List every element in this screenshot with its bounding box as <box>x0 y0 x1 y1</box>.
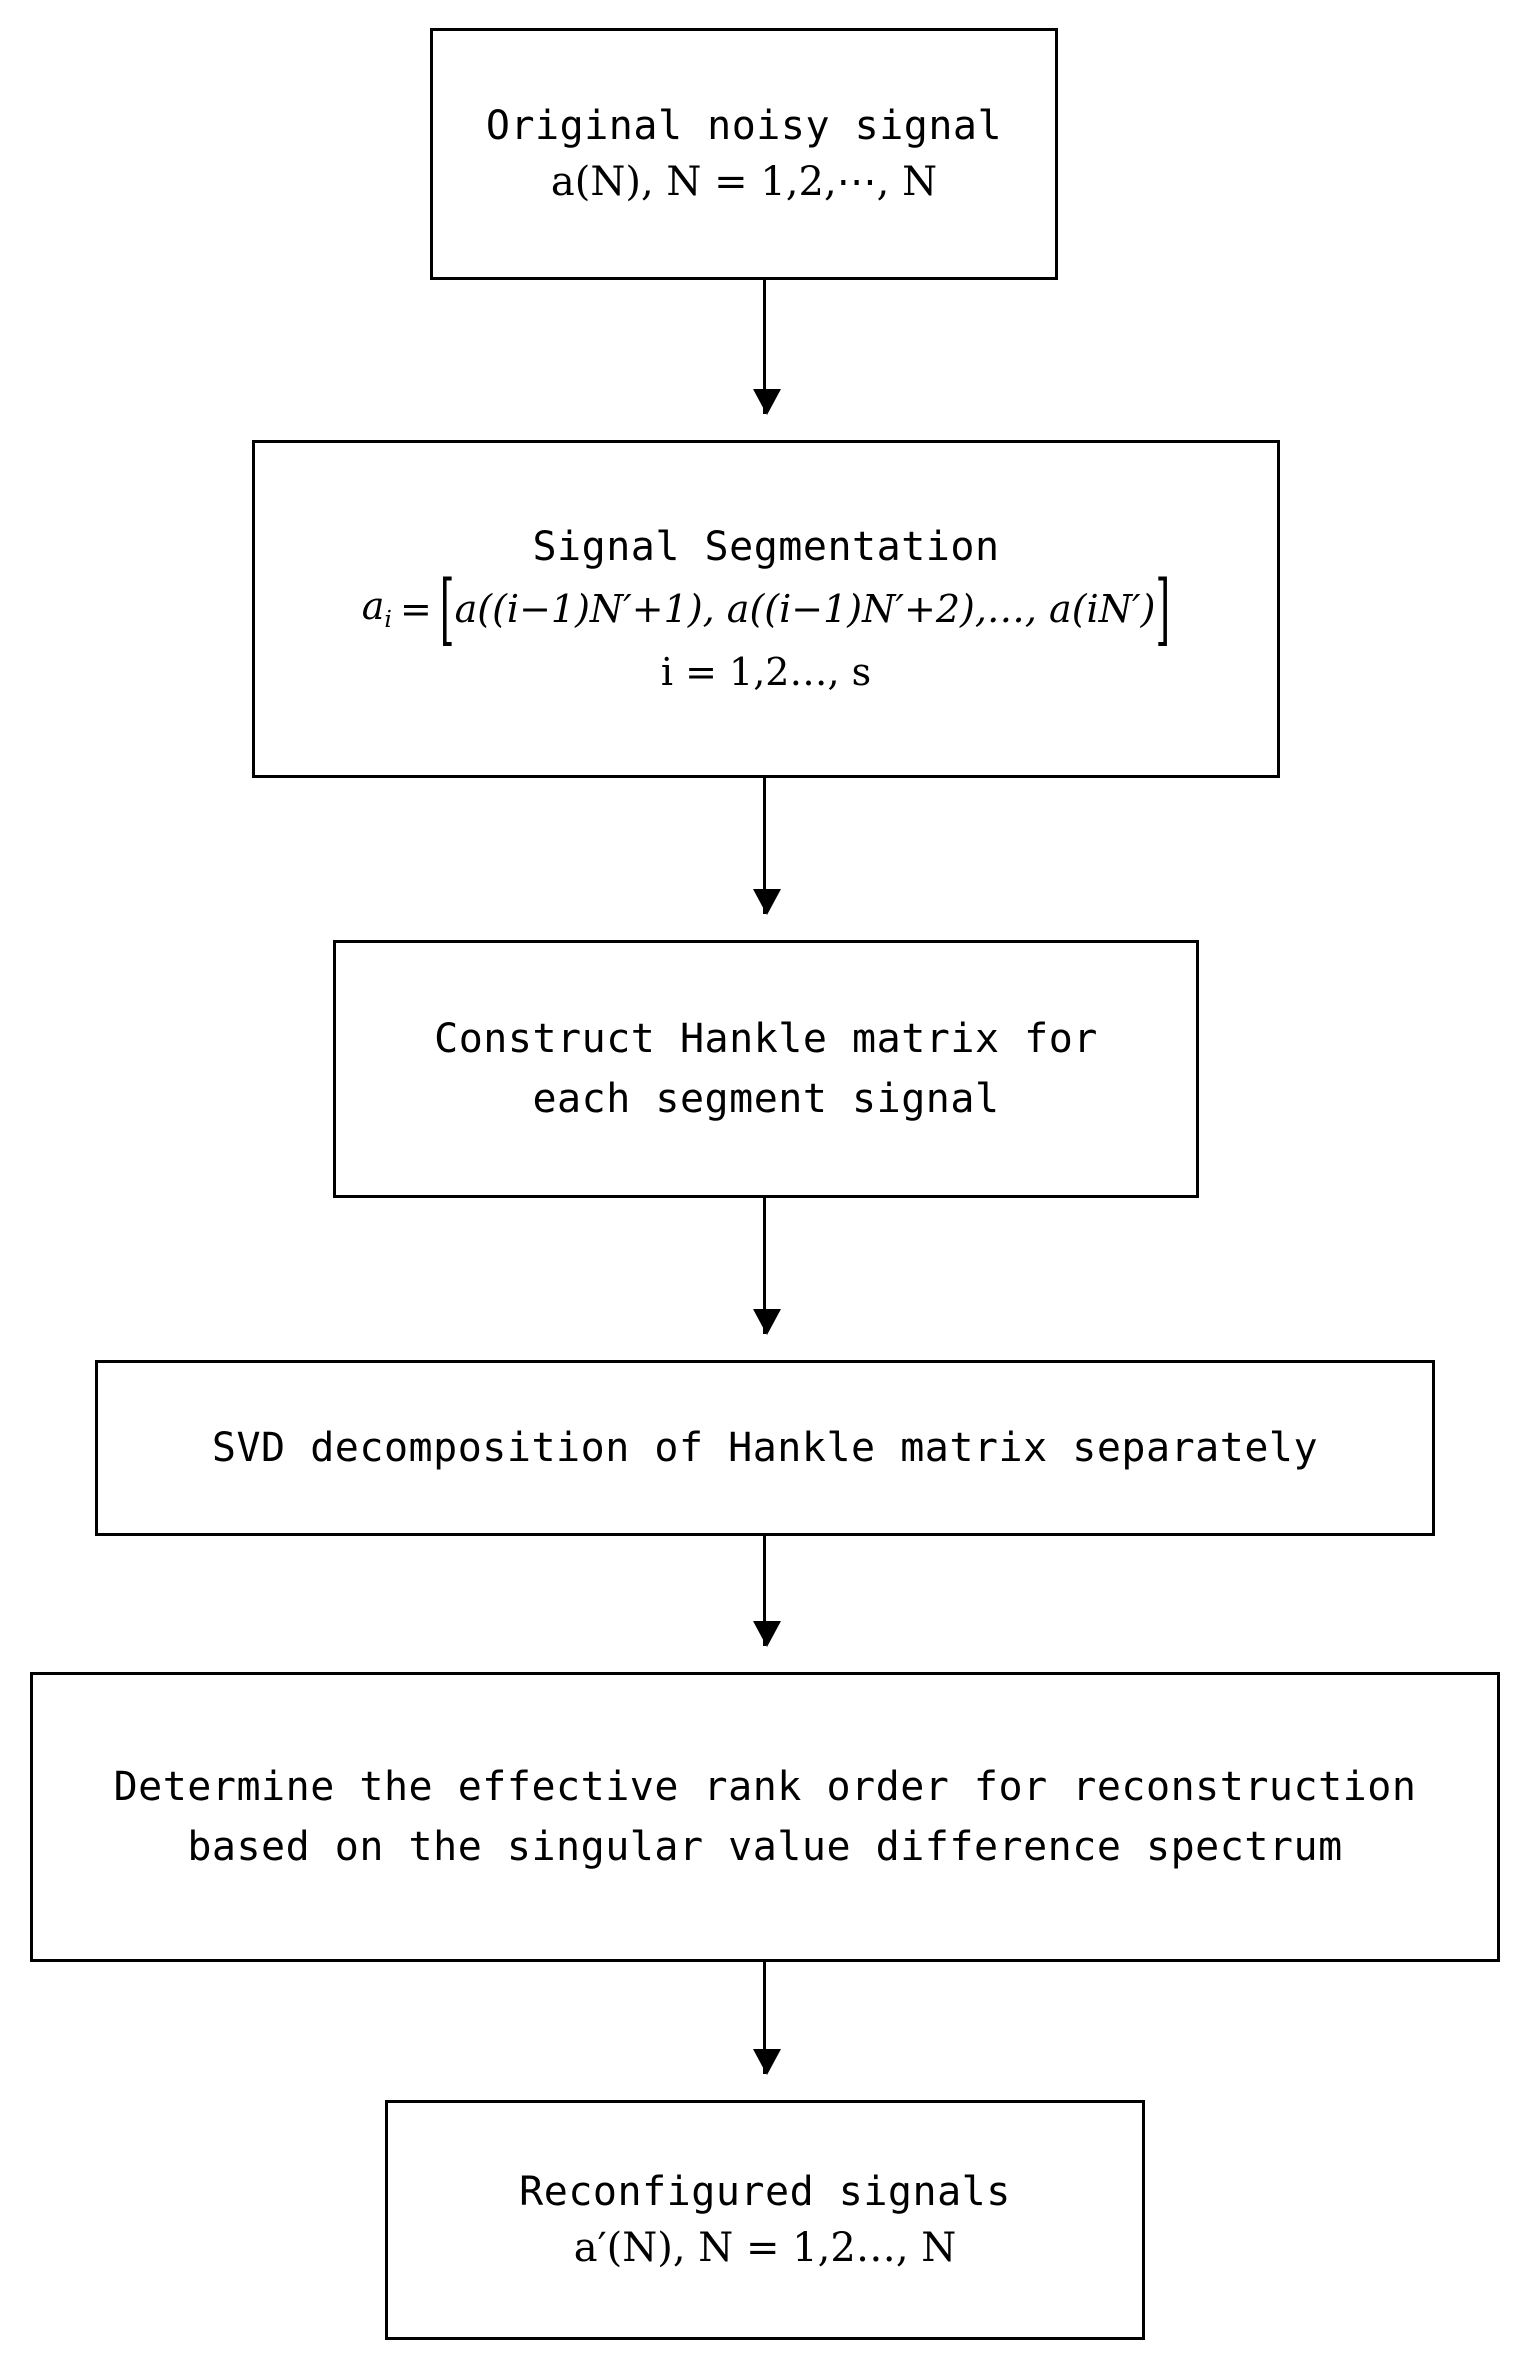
arrow-original-to-segment <box>753 280 781 415</box>
node-hankle-line2: each segment signal <box>532 1076 1000 1122</box>
node-svd-label: SVD decomposition of Hankle matrix separ… <box>211 1425 1319 1471</box>
node-reconf-formula: a′(N), N = 1,2…, N <box>573 2225 957 2271</box>
node-construct-hankle-matrix[interactable]: Construct Hankle matrix for each segment… <box>333 940 1199 1198</box>
node-segment-formula: ai = [ a((i−1)N′+1), a((i−1)N′+2),…, a(i… <box>361 564 1170 654</box>
node-svd-decomposition[interactable]: SVD decomposition of Hankle matrix separ… <box>95 1360 1435 1536</box>
arrow-svd-to-rank <box>753 1536 781 1647</box>
node-hankle-line1: Construct Hankle matrix for <box>434 1016 1098 1062</box>
node-rank-line1: Determine the effective rank order for r… <box>113 1764 1417 1810</box>
bracket-right-icon: ] <box>1155 563 1171 655</box>
bracket-left-icon: [ <box>439 563 455 655</box>
node-segment-formula-body: a((i−1)N′+1), a((i−1)N′+2),…, a(iN′) <box>454 586 1156 631</box>
arrow-rank-to-reconfigured <box>753 1962 781 2075</box>
node-rank-line2: based on the singular value difference s… <box>187 1824 1343 1870</box>
node-segment-index: i = 1,2…, s <box>660 649 872 694</box>
arrow-hankle-to-svd <box>753 1198 781 1335</box>
node-signal-segmentation[interactable]: Signal Segmentation ai = [ a((i−1)N′+1),… <box>252 440 1280 778</box>
node-reconf-title: Reconfigured signals <box>519 2169 1011 2215</box>
arrow-segment-to-hankle <box>753 778 781 915</box>
node-original-noisy-signal[interactable]: Original noisy signal a(N), N = 1,2,⋯, N <box>430 28 1058 280</box>
node-segment-title: Signal Segmentation <box>532 524 1000 571</box>
node-original-title: Original noisy signal <box>485 103 1003 149</box>
node-segment-formula-eq: = <box>399 586 432 631</box>
node-reconfigured-signals[interactable]: Reconfigured signals a′(N), N = 1,2…, N <box>385 2100 1145 2340</box>
node-determine-effective-rank[interactable]: Determine the effective rank order for r… <box>30 1672 1500 1962</box>
node-segment-formula-sub: i <box>384 605 392 634</box>
node-segment-formula-lhs: a <box>361 584 385 629</box>
node-original-formula: a(N), N = 1,2,⋯, N <box>550 159 938 205</box>
